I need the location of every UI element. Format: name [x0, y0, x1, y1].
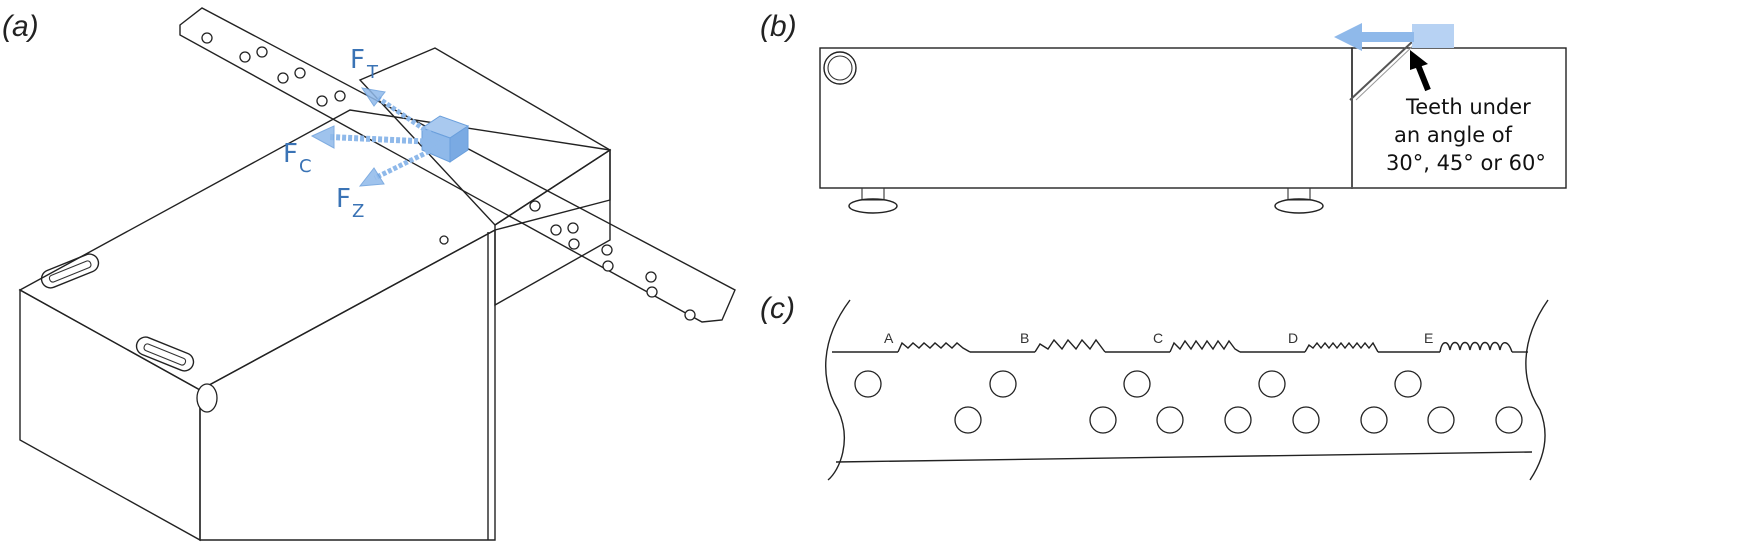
force-label-c: F C — [283, 139, 312, 177]
strip-hole — [1156, 406, 1184, 434]
foot — [1274, 187, 1324, 214]
side-hole — [196, 383, 218, 413]
force-arrow-c — [310, 125, 437, 149]
panel-a-drawing: F T F C F Z — [18, 7, 736, 542]
angled-tooth — [1349, 41, 1413, 101]
sensor-cube — [420, 115, 470, 163]
panel-b-drawing: Teeth under an angle of 30°, 45° or 60° — [819, 23, 1567, 214]
strip-hole — [334, 90, 346, 102]
strip-hole — [1258, 370, 1286, 398]
strip-hole — [256, 46, 268, 58]
tooth-profile-d — [1304, 341, 1379, 353]
large-block-left-face — [19, 288, 201, 542]
strip-hole — [1427, 406, 1455, 434]
panel-c-drawing: A B C D E — [825, 299, 1549, 481]
end-hole — [823, 51, 857, 85]
strip-hole — [601, 244, 613, 256]
strip-hole — [684, 309, 696, 321]
slot — [135, 336, 195, 372]
panel-c-label: (c) — [760, 292, 795, 325]
strip-hole — [646, 286, 658, 298]
svg-text:F: F — [283, 139, 298, 169]
force-label-t: F T — [350, 45, 379, 83]
strip-hole — [294, 67, 306, 79]
force-arrow-t — [360, 87, 442, 143]
strip-hole — [568, 238, 580, 250]
annotation-arrow — [1410, 50, 1431, 92]
large-block-top — [18, 109, 611, 391]
foot — [848, 187, 898, 214]
strip-hole — [1360, 406, 1388, 434]
strip-hole — [1089, 406, 1117, 434]
strip-hole — [645, 271, 657, 283]
tooth-profile-c — [1169, 339, 1241, 353]
tooth-profile-a — [897, 341, 971, 353]
strip-hole — [277, 72, 289, 84]
force-label-z: F Z — [336, 184, 364, 222]
small-block-top — [358, 47, 612, 226]
tooth-profile-e — [1439, 341, 1513, 353]
tooth-label-e: E — [1424, 330, 1433, 346]
strip-hole — [316, 95, 328, 107]
svg-text:F: F — [336, 184, 351, 214]
break-line-right — [1525, 299, 1549, 481]
large-block-front-face — [199, 228, 496, 541]
strip-hole — [201, 32, 213, 44]
panel-a-label: (a) — [2, 10, 39, 43]
strip-hole — [1224, 406, 1252, 434]
panel-b-label: (b) — [760, 10, 797, 43]
strip-hole — [854, 370, 882, 398]
force-arrow-z — [358, 143, 442, 187]
slot — [40, 253, 100, 289]
sensor-block — [1412, 24, 1454, 48]
break-line-left — [825, 299, 851, 481]
strip-holes-c — [854, 370, 1523, 434]
strip-hole — [529, 200, 541, 212]
tooth-label-a: A — [884, 330, 894, 346]
small-block-side — [494, 148, 611, 307]
strip-hole — [567, 222, 579, 234]
svg-text:T: T — [366, 62, 379, 83]
strip-hole — [550, 224, 562, 236]
svg-text:C: C — [299, 156, 312, 177]
strip-hole — [1123, 370, 1151, 398]
strip-hole — [239, 51, 251, 63]
strip-bottom-edge — [835, 451, 1533, 463]
strip-holes — [201, 32, 696, 321]
svg-text:Z: Z — [352, 201, 364, 222]
tooth-label-c: C — [1153, 330, 1163, 346]
annotation-line-1: Teeth under — [1405, 95, 1531, 119]
svg-text:F: F — [350, 45, 365, 75]
strip-hole — [954, 406, 982, 434]
strip-hole — [1292, 406, 1320, 434]
tooth-label-b: B — [1020, 330, 1029, 346]
long-block — [819, 47, 1353, 189]
tooth-label-d: D — [1288, 330, 1298, 346]
perforated-strip — [179, 7, 736, 323]
annotation-line-2: an angle of — [1394, 123, 1513, 147]
strip-hole — [602, 260, 614, 272]
pull-direction-arrow — [1334, 23, 1414, 51]
tooth-profile-b — [1034, 338, 1106, 353]
strip-hole — [1394, 370, 1422, 398]
strip-hole — [989, 370, 1017, 398]
annotation-line-3: 30°, 45° or 60° — [1386, 151, 1546, 175]
strip-hole — [1495, 406, 1523, 434]
